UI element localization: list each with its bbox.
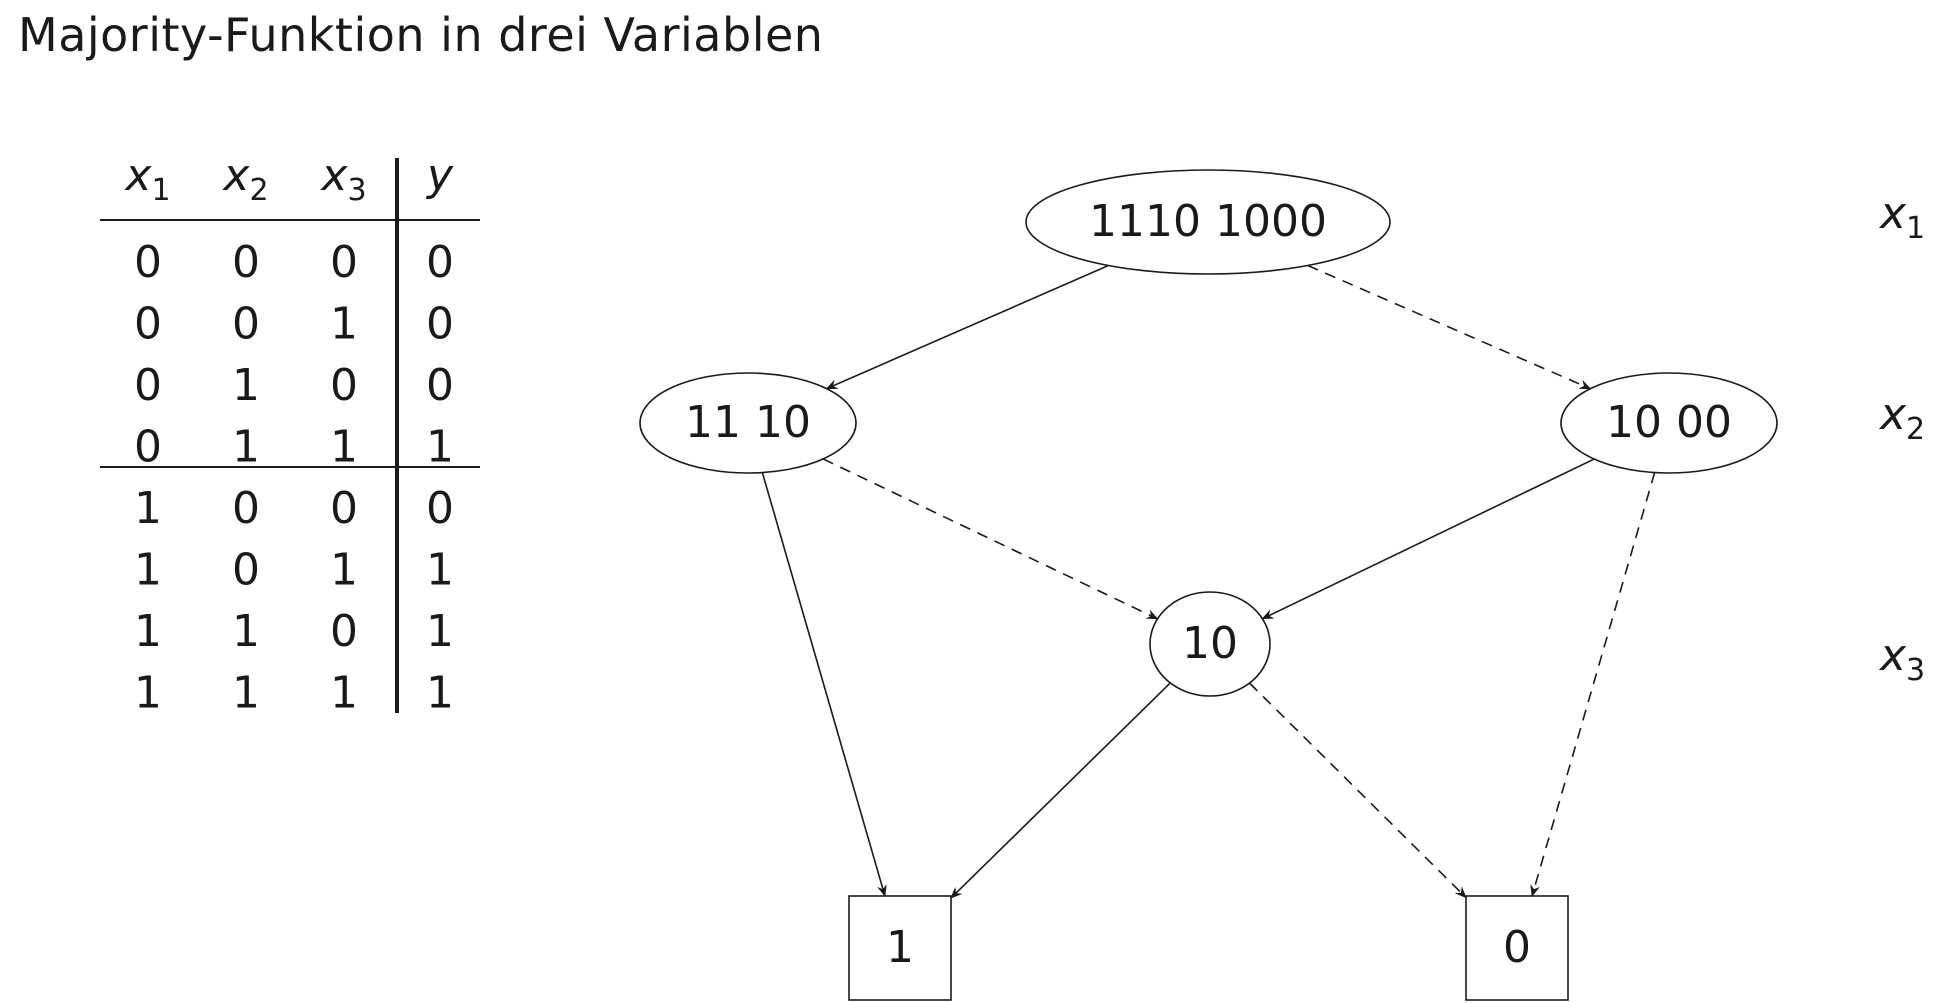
table-cell: 1 (330, 545, 358, 596)
table-cell: 1 (426, 606, 454, 657)
table-cell: 1 (232, 422, 260, 473)
edge-mid-one-solid (950, 682, 1171, 899)
table-header-y: y (425, 150, 454, 201)
table-cell: 1 (134, 483, 162, 534)
table-cell: 1 (134, 668, 162, 719)
table-cell: 1 (134, 606, 162, 657)
edge-root-right-dashed (1307, 264, 1592, 390)
table-cell: 1 (426, 422, 454, 473)
table-cell: 0 (426, 483, 454, 534)
table-cell: 0 (134, 422, 162, 473)
table-cell: 1 (426, 668, 454, 719)
level-labels: x1 x2 x3 (1878, 188, 1925, 688)
table-cell: 0 (426, 237, 454, 288)
table-header-x2: x2 (221, 150, 268, 208)
edge-left-one-solid (761, 472, 887, 897)
level-label-x3: x3 (1878, 630, 1925, 688)
table-cell: 0 (330, 360, 358, 411)
table-cell: 1 (232, 360, 260, 411)
table-cell: 0 (232, 237, 260, 288)
terminal-one-label: 1 (886, 922, 914, 973)
truth-table: x1 x2 x3 y 0 0 0 0 0 0 1 0 0 1 0 0 0 1 1 1 1 0 0 0 1 0 1 1 1 1 0 1 1 1 1 1 (100, 150, 480, 719)
node-root (1025, 169, 1391, 275)
table-cell: 0 (134, 360, 162, 411)
table-cell: 1 (232, 668, 260, 719)
table-header-x1: x1 (123, 150, 170, 208)
node-mid (1149, 591, 1271, 697)
page-title: Majority-Funktion in drei Variablen (18, 8, 824, 62)
edge-root-left-solid (825, 264, 1109, 390)
node-left (639, 372, 857, 474)
table-cell: 0 (232, 483, 260, 534)
edge-right-mid-solid (1261, 458, 1595, 620)
table-cell: 1 (426, 545, 454, 596)
table-cell: 1 (134, 545, 162, 596)
table-cell: 0 (232, 299, 260, 350)
table-cell: 1 (330, 422, 358, 473)
table-header-x3: x3 (319, 150, 366, 208)
edge-mid-zero-dashed (1248, 682, 1467, 899)
table-cell: 0 (426, 299, 454, 350)
diagram-edges (761, 264, 1656, 899)
table-cell: 1 (232, 606, 260, 657)
terminal-zero (1465, 895, 1569, 1001)
table-cell: 0 (426, 360, 454, 411)
level-label-x2: x2 (1878, 389, 1925, 447)
table-cell: 0 (330, 483, 358, 534)
edge-left-mid-dashed (822, 458, 1159, 620)
node-right-label: 10 00 (1606, 397, 1732, 448)
table-cell: 0 (232, 545, 260, 596)
terminal-one (848, 895, 952, 1001)
table-cell: 0 (330, 606, 358, 657)
node-mid-label: 10 (1182, 618, 1238, 669)
terminal-zero-label: 0 (1503, 922, 1531, 973)
table-cell: 0 (330, 237, 358, 288)
table-cell: 0 (134, 299, 162, 350)
edge-right-zero-dashed (1530, 472, 1656, 897)
node-right (1560, 372, 1778, 474)
node-left-label: 11 10 (685, 397, 811, 448)
table-cell: 1 (330, 299, 358, 350)
table-cell: 1 (330, 668, 358, 719)
level-label-x1: x1 (1878, 188, 1925, 246)
node-root-label: 1110 1000 (1089, 196, 1327, 247)
table-cell: 0 (134, 237, 162, 288)
